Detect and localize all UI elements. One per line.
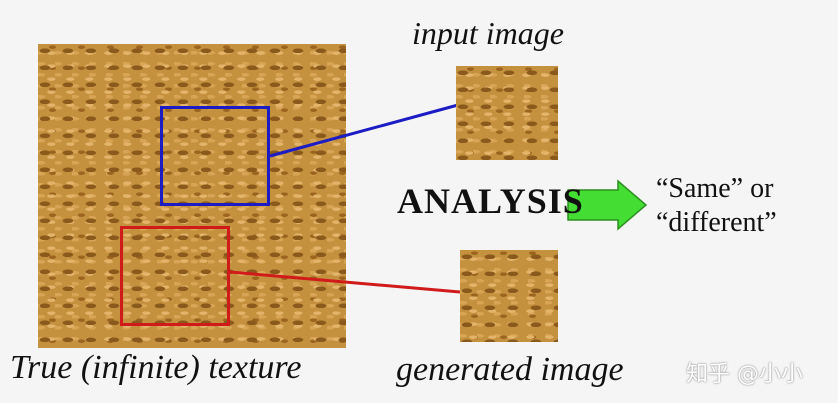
result-line-2: “different” [656, 207, 777, 238]
true-texture-label: True (infinite) texture [10, 349, 302, 386]
input-connector-line [269, 103, 459, 158]
input-image-label: input image [412, 15, 564, 51]
generated-sample-frame [120, 226, 230, 326]
analysis-label: ANALYSIS [397, 181, 584, 221]
input-image [456, 66, 558, 160]
arrow-icon [567, 179, 648, 231]
generated-image-label: generated image [396, 351, 624, 388]
watermark: 知乎 @小小 [686, 362, 803, 387]
result-text: “Same” or “different” [656, 172, 826, 240]
result-line-1: “Same” or [656, 173, 774, 204]
true-texture-image [38, 44, 346, 348]
input-sample-frame [160, 106, 270, 206]
generated-connector-line [229, 270, 461, 294]
generated-image [460, 250, 558, 342]
